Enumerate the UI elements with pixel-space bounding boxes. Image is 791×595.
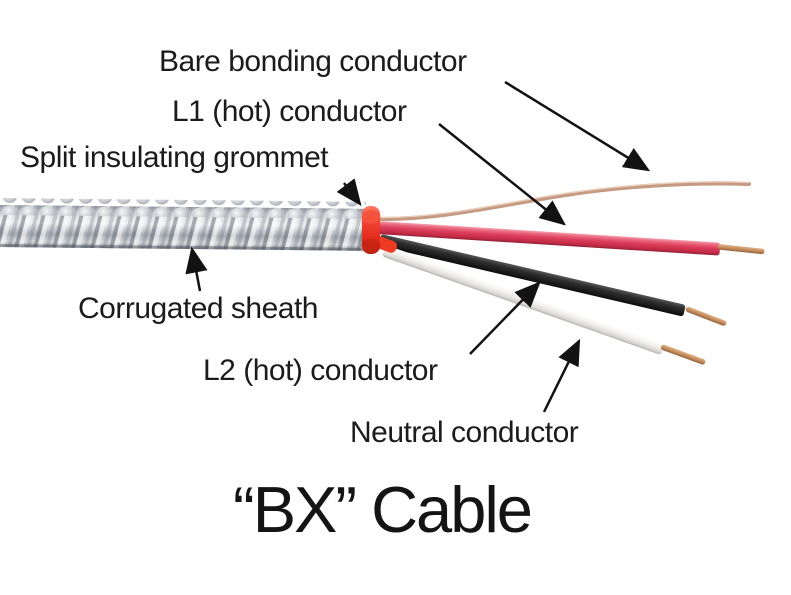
label-l1-hot-conductor: L1 (hot) conductor — [172, 95, 407, 128]
sheath-bottom-shadow — [0, 243, 367, 251]
arrow-l1 — [438, 123, 566, 226]
arrow-l2 — [469, 281, 541, 355]
l2-copper-tip — [685, 306, 727, 326]
arrow-neutral — [542, 338, 581, 413]
label-split-insulating-grommet: Split insulating grommet — [20, 141, 329, 174]
annotation-arrows — [185, 80, 651, 413]
l1-copper-tip — [717, 244, 765, 255]
sheath-top-bumps — [0, 197, 367, 219]
diagram-title: “BX” Cable — [233, 473, 533, 546]
l1-red-wire — [376, 221, 765, 256]
arrow-sheath — [185, 246, 208, 292]
label-l2-hot-conductor: L2 (hot) conductor — [203, 354, 438, 387]
arrow-grommet — [336, 178, 362, 206]
label-neutral-conductor: Neutral conductor — [350, 416, 579, 449]
corrugated-sheath — [0, 197, 368, 251]
neutral-copper-tip — [660, 344, 706, 365]
split-grommet — [361, 206, 398, 254]
arrow-bare-bonding — [504, 80, 651, 172]
label-corrugated-sheath: Corrugated sheath — [78, 292, 319, 325]
label-bare-bonding-conductor: Bare bonding conductor — [159, 45, 467, 78]
bare-bonding-wire — [373, 181, 752, 222]
l2-black-wire — [378, 234, 727, 326]
